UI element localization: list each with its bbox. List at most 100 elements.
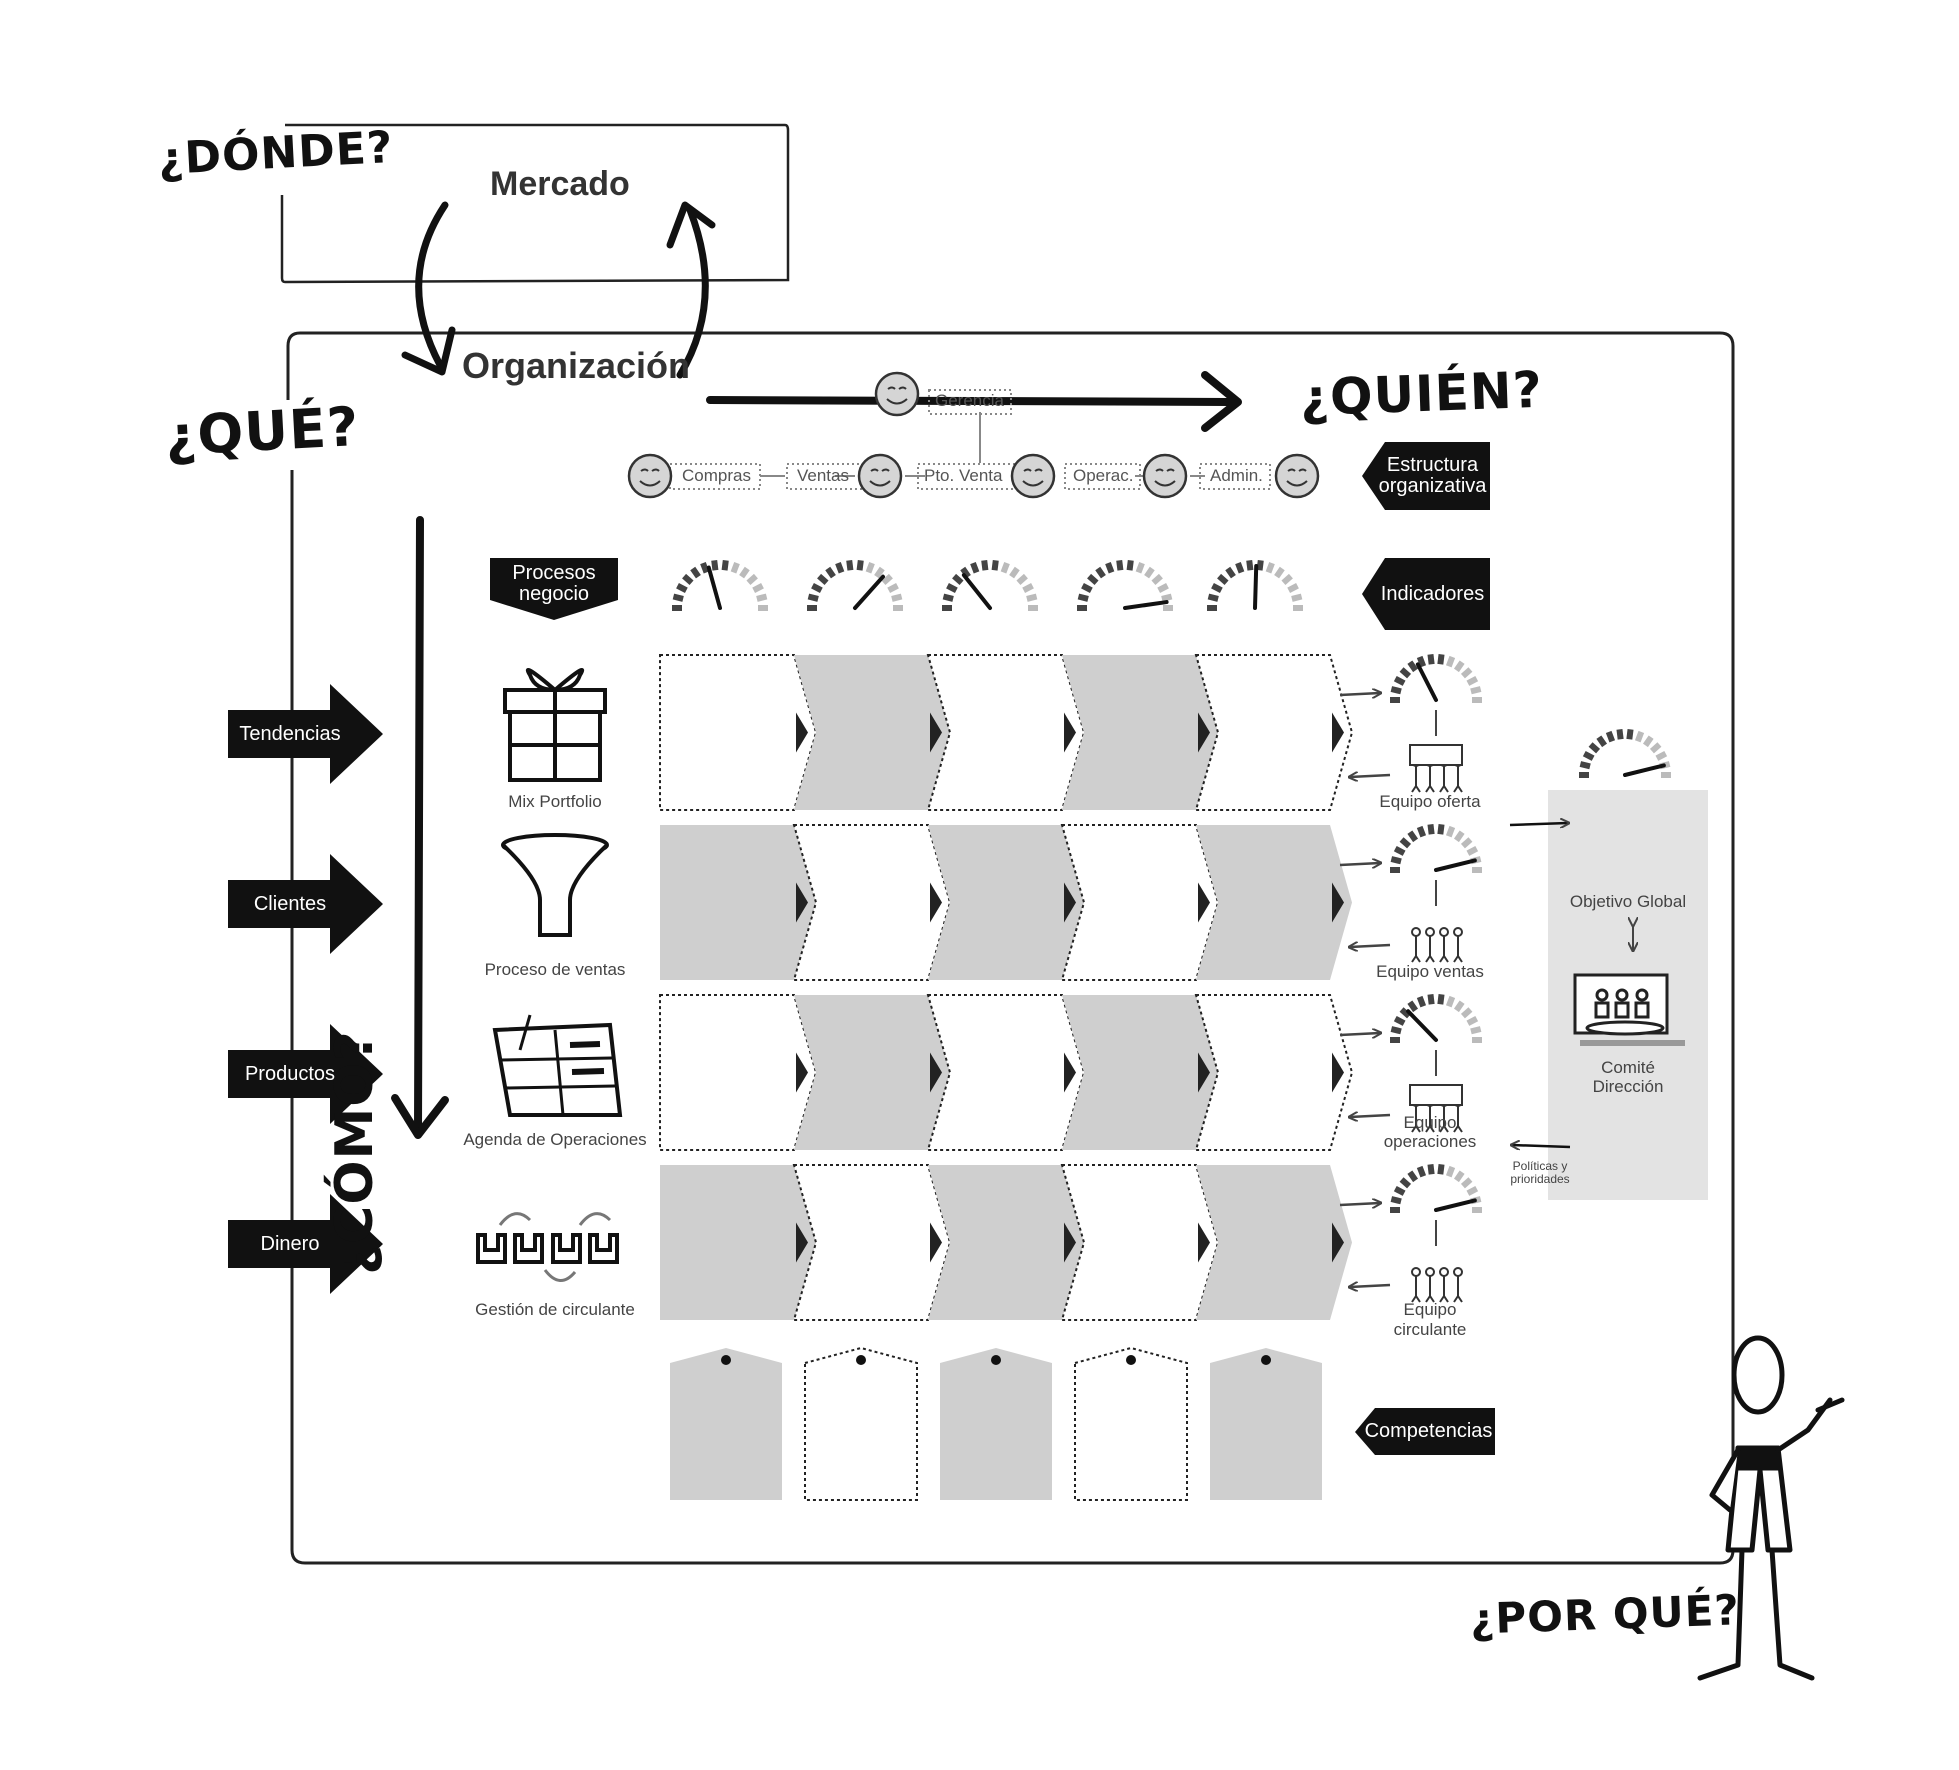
processes-plate [490,558,618,620]
to-team-arrow [1339,1203,1380,1205]
chevron-marker-icon [1064,712,1076,753]
competency-tag-shape [1210,1348,1322,1500]
process-label-ventas: Proceso de ventas [484,960,626,979]
header-gauge-icon [672,559,768,611]
process-step-chevron [659,994,818,1151]
chevron-marker-icon [1332,882,1344,923]
org-chart-lines [760,412,1205,477]
process-label-operaciones: Agenda de Operaciones [463,1130,647,1149]
indicators-label: Indicadores [1380,582,1485,605]
tag-hole-icon [1126,1355,1136,1365]
tag-hole-icon [856,1355,866,1365]
chevron-marker-icon [796,882,808,923]
driver-tendencias: Tendencias [239,722,341,745]
stick-figure [1697,1335,1845,1681]
process-step-chevron [794,655,950,810]
process-step-chevron [1062,655,1218,810]
market-title: Mercado [490,165,630,203]
org-role-admin: Admin. [1210,466,1263,485]
chevron-marker-icon [1332,712,1344,753]
header-gauge-icon [942,559,1038,611]
tag-hole-icon [991,1355,1001,1365]
team-people-icon [1409,1084,1463,1133]
process-step-chevron [928,1165,1084,1320]
process-step-chevron [659,654,818,811]
chevron-marker-icon [1198,1222,1210,1263]
org-role-ventas: Ventas [797,466,849,485]
chevron-marker-icon [1064,1052,1076,1093]
team-people-icon [1411,927,1463,963]
process-step-chevron [926,994,1086,1151]
organization-title: Organización [462,345,691,386]
who-question: ¿QUIÉN? [1299,360,1544,428]
org-faces [627,371,1320,499]
chevron-marker-icon [930,712,942,753]
driver-productos: Productos [244,1062,336,1085]
what-question: ¿QUÉ? [163,394,361,469]
smiley-face-icon [1274,453,1320,499]
competency-tag-shape [804,1346,918,1501]
competency-tag-shape [940,1348,1052,1500]
funnel-icon [501,833,609,937]
org-to-market-arrow [676,206,709,379]
smiley-face-icon [1010,453,1056,499]
process-step-chevron [660,825,816,980]
from-team-arrow [1350,775,1391,777]
team-label-oferta: Equipo oferta [1379,792,1481,811]
competencies-plate [1355,1408,1495,1455]
driver-arrow-shape [228,684,383,784]
global-objective-label: Objetivo Global [1569,892,1687,911]
chevron-marker-icon [1198,712,1210,753]
committee-icon [1573,973,1685,1046]
smiley-face-icon [1142,453,1188,499]
process-step-chevron [1196,1165,1352,1320]
chevron-marker-icon [1198,1052,1210,1093]
process-step-chevron [1194,654,1354,811]
driver-clientes: Clientes [253,892,327,915]
driver-dinero: Dinero [260,1232,320,1255]
process-rows [659,654,1391,1321]
team-gauge-icon [1390,993,1482,1043]
process-step-chevron [1196,825,1352,980]
org-role-gerencia: Gerencia [935,391,1004,410]
chevron-marker-icon [796,1052,808,1093]
structure-plate [1362,442,1490,510]
team-gauge-icon [1390,653,1482,703]
process-step-chevron [928,825,1084,980]
chevron-marker-icon [796,1222,808,1263]
chevron-marker-icon [1332,1222,1344,1263]
smiley-face-icon [874,371,920,417]
driver-arrow-shape [228,1024,383,1124]
process-label-circulante: Gestión de circulante [475,1300,635,1319]
chevron-marker-icon [1198,882,1210,923]
competency-tags [670,1346,1322,1501]
process-step-chevron [926,654,1086,811]
driver-arrows [228,684,383,1294]
header-gauge-icon [807,559,903,611]
header-gauge-icon [1207,559,1303,611]
competency-tag-shape [1074,1346,1188,1501]
team-people-icon [1411,1267,1463,1303]
why-question: ¿POR QUÉ? [1469,1585,1741,1644]
from-team-arrow [1350,1115,1391,1117]
chevron-marker-icon [1332,1052,1344,1093]
organization-frame [290,331,1735,1565]
from-team-arrow [1350,1285,1391,1287]
chevron-marker-icon [796,712,808,753]
team-gauge-icon [1390,823,1482,873]
process-step-chevron [1194,994,1354,1151]
process-step-chevron [1060,824,1220,981]
team-people-icon [1409,744,1463,793]
process-label-mix-portfolio: Mix Portfolio [508,792,602,811]
smiley-face-icon [627,453,673,499]
header-gauge-icon [1077,559,1173,611]
from-team-arrow [1350,945,1391,947]
team-label-ventas: Equipo ventas [1376,962,1484,981]
driver-arrow-shape [228,854,383,954]
